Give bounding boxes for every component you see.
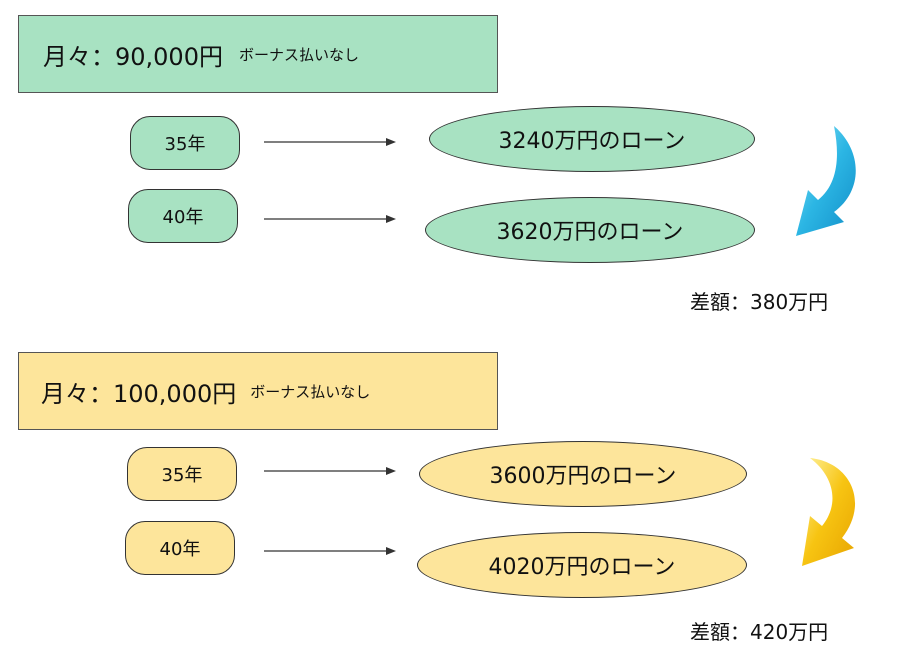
- section2-header-main: 月々：100,000円: [41, 379, 237, 408]
- section1-arrow-35: [264, 138, 396, 146]
- section1-header-sub: ボーナス払いなし: [238, 45, 359, 64]
- section1-header: 月々：90,000円 ボーナス払いなし: [18, 15, 498, 93]
- section2-arrow-40: [264, 547, 396, 555]
- section2-year-35: 35年: [127, 447, 237, 501]
- section1-arrow-40: [264, 215, 396, 223]
- section2-header: 月々：100,000円 ボーナス払いなし: [18, 352, 498, 430]
- section1-loan-35-label: 3240万円のローン: [498, 129, 686, 154]
- section2-header-sub: ボーナス払いなし: [250, 382, 371, 401]
- section1-header-main: 月々：90,000円: [43, 42, 223, 71]
- section2-loan-35: 3600万円のローン: [419, 441, 747, 507]
- section1-year-40-label: 40年: [162, 207, 204, 228]
- section2-year-40-label: 40年: [159, 539, 201, 560]
- section2-year-40: 40年: [125, 521, 235, 575]
- section2-loan-40-label: 4020万円のローン: [488, 555, 676, 580]
- section1-year-35: 35年: [130, 116, 240, 170]
- section1-loan-40: 3620万円のローン: [425, 197, 755, 263]
- section1-loan-35: 3240万円のローン: [429, 106, 755, 172]
- curved-arrow-down-icon: [802, 458, 856, 566]
- section2-loan-40: 4020万円のローン: [417, 532, 747, 598]
- section1-loan-40-label: 3620万円のローン: [496, 220, 684, 245]
- section2-year-35-label: 35年: [161, 465, 203, 486]
- section2-difference: 差額：420万円: [690, 620, 829, 644]
- curved-arrow-down-icon: [796, 126, 856, 236]
- section1-year-35-label: 35年: [164, 134, 206, 155]
- section1-difference: 差額：380万円: [690, 290, 829, 314]
- section2-arrow-35: [264, 467, 396, 475]
- section2-loan-35-label: 3600万円のローン: [489, 464, 677, 489]
- section1-year-40: 40年: [128, 189, 238, 243]
